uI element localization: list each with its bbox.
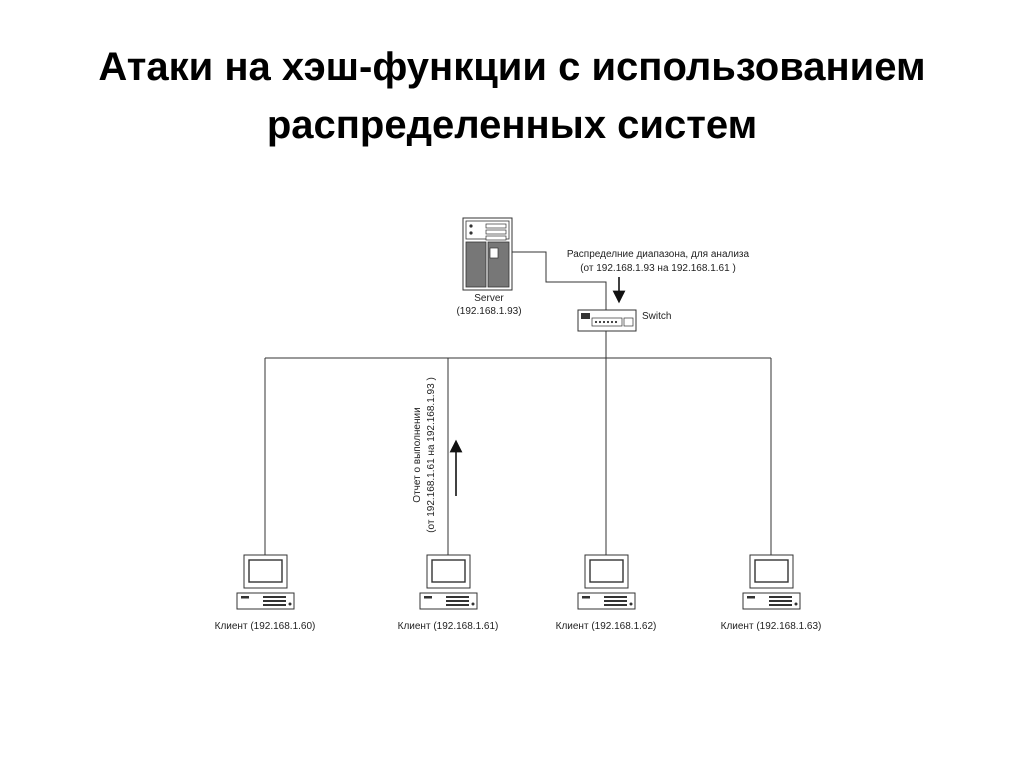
report-label-line-1: Отчет о выполнении	[412, 407, 423, 502]
client-1	[236, 554, 295, 610]
server-name: Server	[474, 293, 504, 304]
client-2-label: Клиент (192.168.1.61)	[398, 621, 499, 632]
client-3-label: Клиент (192.168.1.62)	[556, 621, 657, 632]
slide-title: Атаки на хэш-функции с использованием ра…	[0, 38, 1024, 154]
client-4-label: Клиент (192.168.1.63)	[721, 621, 822, 632]
network-switch-icon	[577, 309, 637, 332]
desktop-computer-icon	[742, 554, 801, 610]
desktop-computer-icon	[236, 554, 295, 610]
desktop-computer-icon	[419, 554, 478, 610]
distribution-label-line-2: (от 192.168.1.93 на 192.168.1.61 )	[580, 263, 736, 274]
server-ip: (192.168.1.93)	[456, 306, 521, 317]
server-tower-icon	[462, 217, 513, 291]
title-line-1: Атаки на хэш-функции с использованием	[98, 45, 926, 89]
client-3	[577, 554, 636, 610]
client-1-label: Клиент (192.168.1.60)	[215, 621, 316, 632]
distribution-label-line-1: Распределние диапазона, для анализа	[567, 249, 750, 260]
server-switch-cable	[512, 251, 607, 310]
client-4	[742, 554, 801, 610]
title-line-2: распределенных систем	[266, 103, 758, 147]
client-2	[419, 554, 478, 610]
report-label-line-2: (от 192.168.1.61 на 192.168.1.93 )	[426, 377, 437, 533]
desktop-computer-icon	[577, 554, 636, 610]
switch-name: Switch	[642, 311, 671, 322]
